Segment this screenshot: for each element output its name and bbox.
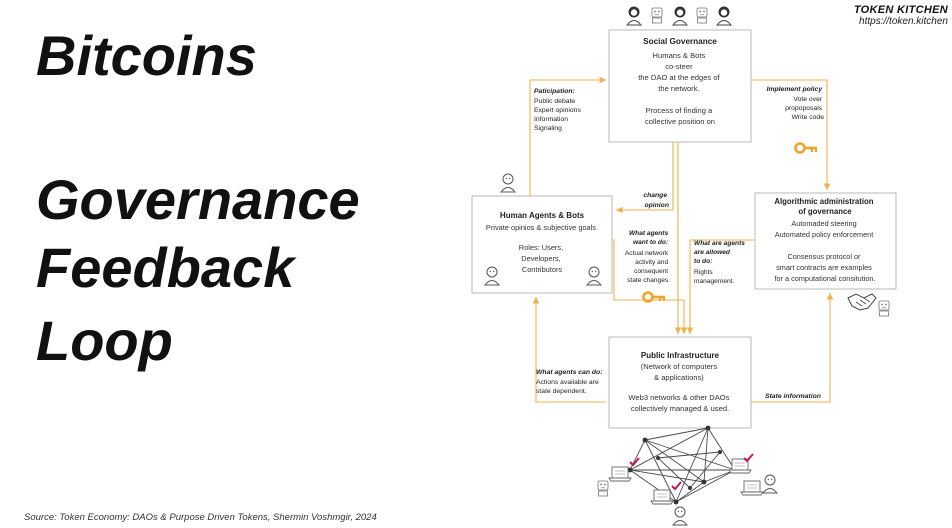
connector-arrows (529, 76, 834, 403)
svg-text:Implement policy Vote ov: Implement policy Vote over propoposals W… (767, 86, 825, 121)
laptop-icon (740, 480, 764, 496)
allowed-to-do-label: What are agents are allowed to do: Right… (694, 240, 747, 285)
algo-body: Automaded steering Automated policy enfo… (775, 219, 876, 283)
implement-policy-label: Implement policy Vote over propoposals W… (767, 86, 825, 154)
want-to-do-label: What agents want to do: Actual network a… (625, 230, 670, 303)
person-icon (500, 173, 516, 193)
state-info-label: State information (765, 393, 821, 400)
svg-text:Paticipation: Public deb: Paticipation: Public debate Expert opini… (534, 88, 583, 132)
title-line-2: Governance (36, 168, 360, 231)
check-icon (743, 453, 754, 462)
laptop-icon (608, 466, 632, 482)
handshake-icon (847, 293, 877, 311)
human-body: Private opinios & subjective goals Roles… (486, 223, 598, 274)
network-agents-icons (597, 453, 778, 526)
infra-body: (Network of computers & applications) We… (628, 362, 731, 413)
brand-url: https://token.kitchen (859, 16, 948, 27)
svg-text:State information: State information (765, 393, 821, 400)
check-icon (671, 481, 682, 490)
social-body: Humans & Bots co-steer the DAO at the ed… (638, 51, 722, 126)
person-icon (672, 506, 688, 526)
public-infrastructure-box: Public Infrastructure (Network of comput… (608, 336, 752, 429)
brand-block: TOKEN KITCHEN https://token.kitchen (854, 4, 948, 27)
key-icon (794, 142, 819, 154)
title-line-4: Loop (36, 309, 173, 372)
human-agents-box: Human Agents & Bots Private opinios & su… (471, 173, 613, 294)
social-governance-box: Social Governance Humans & Bots co-steer… (608, 29, 752, 143)
svg-text:change opinion: change opinion (643, 192, 669, 209)
svg-text:What are agents are allo: What are agents are allowed to do: Right… (694, 240, 747, 285)
brand-name: TOKEN KITCHEN (853, 4, 948, 16)
title-line-1: Bitcoins (36, 24, 257, 87)
algo-title: Algorithmic administration of governance (774, 197, 875, 216)
human-title: Human Agents & Bots (500, 211, 585, 220)
svg-text:What agents can do: Acti: What agents can do: Actions available ar… (536, 369, 604, 395)
participation-label: Paticipation: Public debate Expert opini… (534, 88, 583, 132)
title-line-3: Feedback (36, 236, 295, 299)
algorithmic-admin-box: Algorithmic administration of governance… (754, 192, 897, 317)
infra-title: Public Infrastructure (641, 351, 720, 360)
svg-text:What agents want to do:: What agents want to do: Actual network a… (625, 230, 670, 284)
bot-icon (878, 300, 890, 317)
can-do-label: What agents can do: Actions available ar… (536, 369, 604, 395)
network-graph (627, 425, 738, 505)
top-agents-icons (626, 6, 732, 26)
change-opinion-label: change opinion (643, 192, 669, 209)
person-icon (762, 474, 778, 494)
bot-icon (597, 480, 609, 497)
laptop-icon (650, 489, 674, 505)
social-title: Social Governance (643, 37, 717, 46)
source-citation: Source: Token Economy: DAOs & Purpose Dr… (24, 512, 377, 523)
